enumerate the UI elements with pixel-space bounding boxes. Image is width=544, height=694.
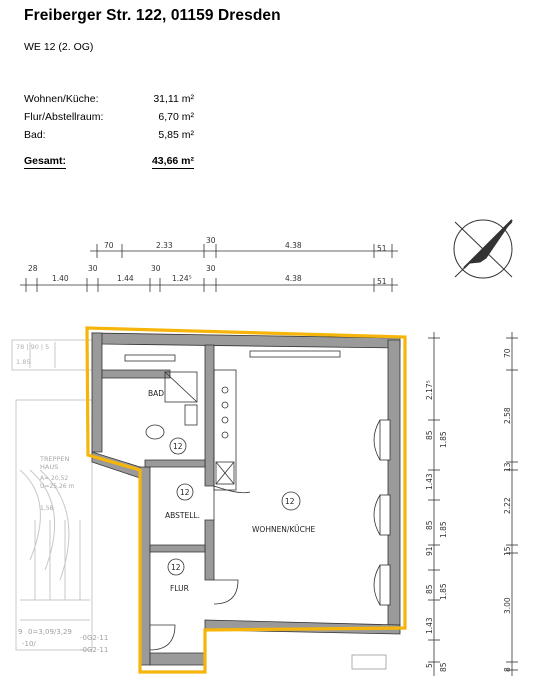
dim-label: 4.38	[285, 274, 302, 283]
dim-label: 2.22	[503, 497, 512, 514]
dimension-line-right-1	[428, 332, 440, 676]
dim-label: 1.43	[425, 617, 434, 634]
area-value: 6,70 m²	[158, 111, 194, 123]
area-value: 5,85 m²	[158, 129, 194, 141]
neighbor-text: 9	[18, 628, 22, 636]
dimension-line-top-2	[20, 278, 398, 292]
dim-label: 85	[425, 430, 434, 440]
dim-label: 30	[151, 264, 161, 273]
area-value: 31,11 m²	[153, 93, 194, 105]
dim-label: 85	[425, 584, 434, 594]
dim-label: 28	[28, 264, 38, 273]
room-number-badge	[176, 483, 194, 501]
area-label: Flur/Abstellraum:	[24, 111, 104, 123]
stair-text: 1,58	[40, 505, 54, 512]
bottom-window	[351, 654, 387, 670]
dim-label: 8	[503, 667, 512, 672]
room-number: 12	[173, 442, 183, 451]
dim-label: 70	[503, 348, 512, 358]
room-number: 12	[285, 497, 295, 506]
area-label: Bad:	[24, 129, 46, 141]
room-label-wohnen: WOHNEN/KÜCHE	[252, 525, 316, 534]
room-label-bad: BAD	[148, 389, 164, 398]
neighbor-text: -0G2-11	[80, 646, 108, 654]
neighbor-text: 78 | 90 | 5	[16, 343, 49, 351]
address-title: Freiberger Str. 122, 01159 Dresden	[24, 7, 281, 24]
total-label: Gesamt:	[24, 155, 67, 169]
dim-label: 1.85	[439, 431, 448, 448]
doors	[149, 485, 251, 651]
stair-text: A= 20,52	[40, 475, 68, 482]
dim-label: 2.58	[503, 407, 512, 424]
dim-label: 85	[439, 662, 448, 672]
stair-text: HAUS	[40, 463, 58, 471]
right-dims-2: 70 2.58 13 2.22 15 3.00 8	[503, 348, 512, 672]
total-value: 43,66 m²	[151, 155, 194, 169]
walls	[91, 332, 401, 666]
dim-label: 51	[377, 277, 387, 286]
dim-label: 1.24⁵	[172, 274, 192, 283]
neighbor-text: 0=3,09/3,29	[28, 628, 72, 636]
window-swings	[373, 419, 381, 606]
dim-label: 85	[425, 520, 434, 530]
dim-label: 30	[206, 236, 216, 245]
dim-label: 1.40	[52, 274, 69, 283]
dim-label: 1.85	[439, 583, 448, 600]
dim-label: 1.85	[439, 521, 448, 538]
floor-plan: 70 2.33 30 4.38 51 28 1.40 30 1.44 30 1.…	[11, 219, 518, 676]
room-number: 12	[171, 563, 181, 572]
dim-label: 5	[425, 663, 434, 668]
dim-label: 2.17⁵	[425, 380, 434, 400]
dim-label: 51	[377, 244, 387, 253]
dim-label: 91	[425, 546, 434, 556]
dimension-line-right-2	[506, 332, 518, 676]
room-number-badge	[281, 491, 301, 511]
room-label-abstell: ABSTELL.	[165, 511, 200, 520]
area-label: Wohnen/Küche:	[24, 93, 99, 105]
area-row-total: Gesamt: 43,66 m²	[24, 155, 194, 169]
bath-fixtures	[145, 371, 198, 440]
stair-text: U=25,26 m	[40, 483, 75, 490]
room-label-flur: FLUR	[170, 584, 189, 593]
dim-label: 2.33	[156, 241, 173, 250]
area-row-wohnen: Wohnen/Küche: 31,11 m²	[24, 93, 194, 107]
windows	[124, 350, 391, 606]
dim-label: 1.44	[117, 274, 134, 283]
neighbor-text: 1.85	[16, 358, 30, 366]
dim-label: 4.38	[285, 241, 302, 250]
kitchen-counter	[213, 369, 237, 491]
dim-label: 30	[206, 264, 216, 273]
dim-label: 3.00	[503, 597, 512, 614]
right-dims-1: 2.17⁵ 85 1.85 1.43 85 1.85 91 85 1.85 1.…	[425, 380, 448, 672]
room-number-badge	[167, 558, 185, 576]
dim-label: 13	[503, 462, 512, 472]
stair-text: TREPPEN	[39, 455, 70, 463]
compass-icon	[453, 219, 513, 279]
dim-label: 1.43	[425, 473, 434, 490]
neighbor-plan	[11, 339, 93, 651]
unit-outline	[85, 326, 407, 674]
area-row-bad: Bad: 5,85 m²	[24, 129, 194, 143]
neighbor-text: -10/	[22, 640, 36, 648]
dim-label: 70	[104, 241, 114, 250]
unit-label: WE 12 (2. OG)	[24, 41, 94, 53]
room-number-badge	[169, 437, 187, 455]
dimension-line-top-1	[90, 244, 398, 258]
room-number: 12	[180, 488, 190, 497]
dim-label: 30	[88, 264, 98, 273]
dim-label: 15	[503, 546, 512, 556]
neighbor-text: -0G2-11	[80, 634, 108, 642]
area-row-flur: Flur/Abstellraum: 6,70 m²	[24, 111, 194, 125]
